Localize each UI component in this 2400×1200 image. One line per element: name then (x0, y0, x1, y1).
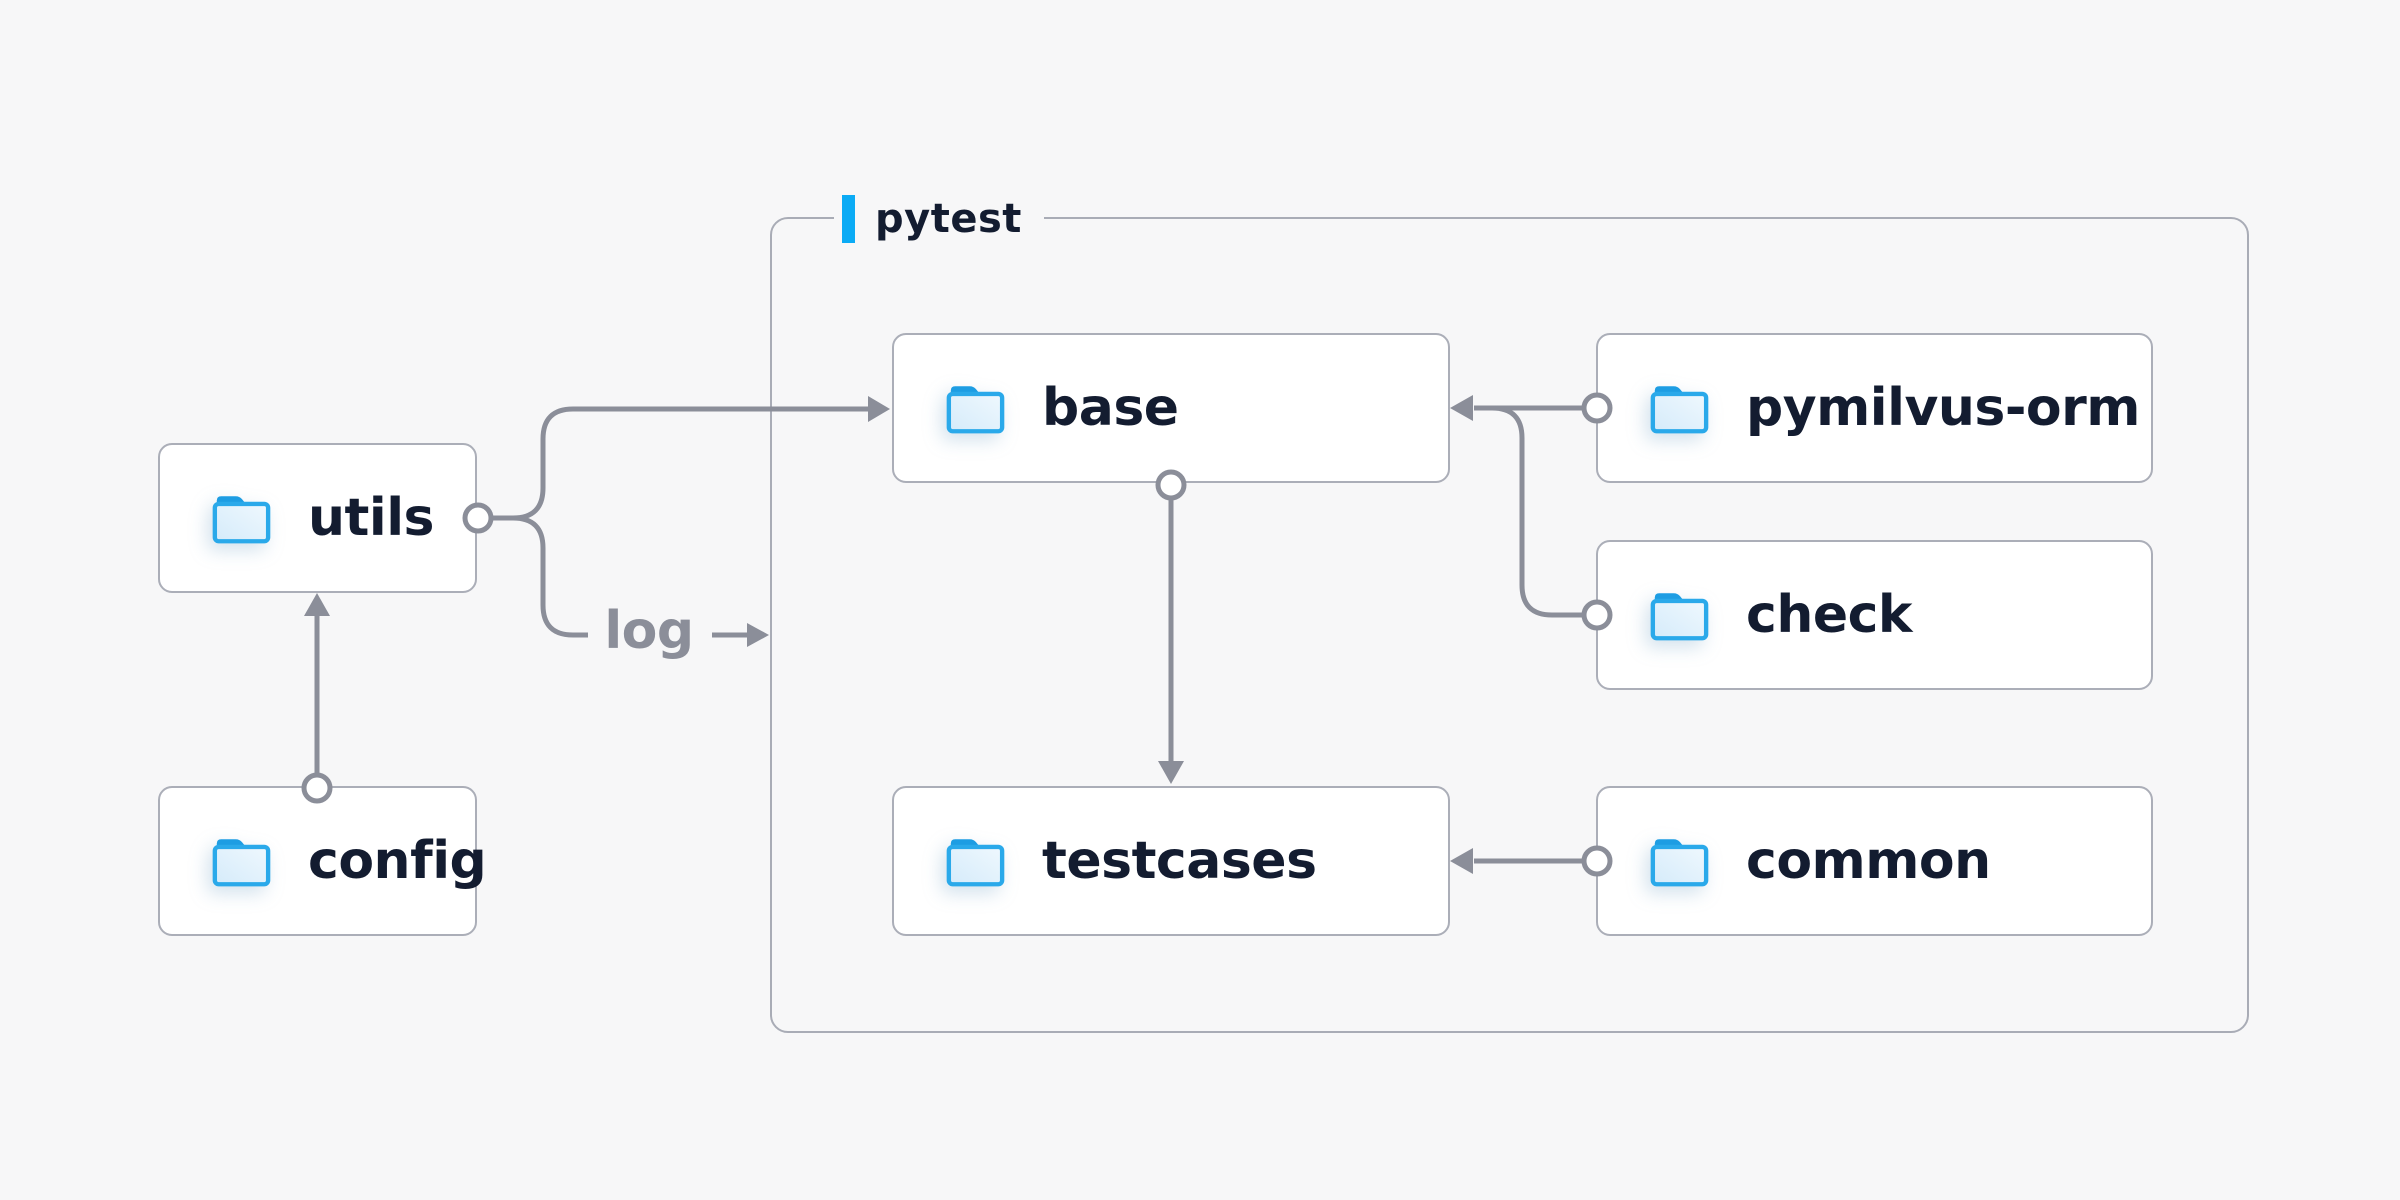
node-check: check (1596, 540, 2153, 690)
node-testcases: testcases (892, 786, 1450, 936)
node-pymilvus-orm: pymilvus-orm (1596, 333, 2153, 483)
arrowhead-icon (747, 623, 769, 647)
edge-utils-log (512, 515, 588, 638)
arrowhead-icon (304, 593, 330, 616)
folder-icon (1648, 834, 1710, 888)
node-label: common (1746, 831, 1991, 891)
edge-label-log: log (604, 601, 694, 661)
node-base: base (892, 333, 1450, 483)
node-label: utils (308, 488, 434, 548)
group-title: pytest (875, 196, 1022, 242)
folder-icon (210, 834, 272, 888)
accent-bar-icon (842, 195, 855, 243)
node-label: testcases (1042, 831, 1317, 891)
folder-icon (210, 491, 272, 545)
node-common: common (1596, 786, 2153, 936)
pytest-group: pytest (770, 192, 2249, 1033)
folder-icon (944, 381, 1006, 435)
pytest-group-label: pytest (834, 192, 1044, 246)
node-label: base (1042, 378, 1179, 438)
node-label: config (308, 831, 487, 891)
folder-icon (944, 834, 1006, 888)
node-label: pymilvus-orm (1746, 378, 2140, 438)
folder-icon (1648, 588, 1710, 642)
node-label: check (1746, 585, 1913, 645)
node-utils: utils (158, 443, 477, 593)
folder-icon (1648, 381, 1710, 435)
node-config: config (158, 786, 487, 936)
